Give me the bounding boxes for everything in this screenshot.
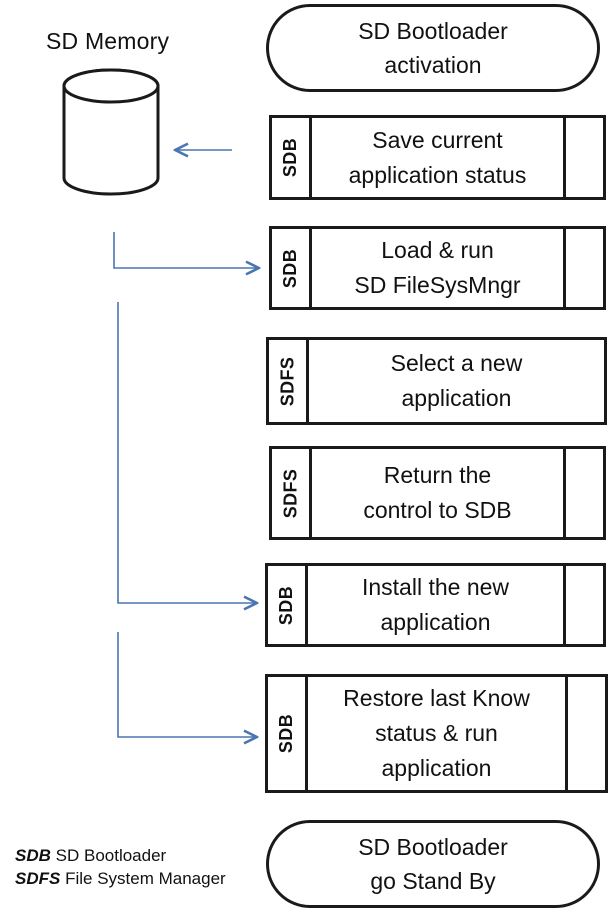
step-tag-label: SDFS — [277, 356, 298, 406]
step-return-control: SDFS Return the control to SDB — [269, 446, 606, 540]
step-label: Return the control to SDB — [363, 462, 512, 523]
step-side-panel — [563, 566, 603, 644]
step-tag-label: SDB — [276, 585, 296, 625]
arrow-memory-to-load — [113, 232, 258, 268]
legend-key: SDB — [15, 846, 51, 865]
step-side-panel — [565, 677, 605, 790]
step-side-panel — [563, 229, 603, 307]
step-load-filesysmngr: SDB Load & run SD FileSysMngr — [269, 226, 606, 310]
step-tag: SDFS — [272, 449, 312, 537]
legend-value: File System Manager — [65, 869, 226, 889]
arrow-memory-to-restore — [117, 632, 256, 737]
legend-key: SDFS — [15, 869, 61, 889]
step-label: Install the new application — [361, 574, 510, 635]
step-restore-status: SDB Restore last Know status & run appli… — [265, 674, 608, 793]
step-tag-label: SDB — [280, 137, 300, 178]
step-label: Select a new application — [390, 350, 523, 411]
start-terminator-label: SD Bootloader activation — [358, 17, 508, 78]
step-tag-label: SDB — [276, 713, 296, 754]
step-label: Restore last Know status & run applicati… — [343, 685, 530, 781]
legend-row: SDB SD Bootloader — [15, 844, 226, 867]
end-terminator: SD Bootloader go Stand By — [266, 820, 600, 908]
legend: SDB SD Bootloader SDFS File System Manag… — [15, 844, 226, 891]
step-side-panel — [563, 449, 603, 537]
step-label: Load & run SD FileSysMngr — [354, 237, 521, 298]
end-terminator-label: SD Bootloader go Stand By — [358, 833, 508, 894]
arrow-memory-to-install — [117, 302, 256, 603]
step-install-application: SDB Install the new application — [265, 563, 606, 647]
step-tag: SDB — [268, 566, 308, 644]
step-tag-label: SDFS — [280, 468, 301, 518]
step-tag: SDB — [272, 118, 312, 197]
step-select-application: SDFS Select a new application — [266, 337, 607, 425]
step-save-status: SDB Save current application status — [269, 115, 606, 200]
sd-memory-cylinder — [62, 68, 160, 196]
sd-memory-label: SD Memory — [46, 28, 170, 54]
step-tag: SDB — [272, 229, 312, 307]
step-tag-label: SDB — [280, 248, 300, 288]
step-tag: SDFS — [269, 340, 309, 422]
step-label: Save current application status — [348, 126, 527, 188]
start-terminator: SD Bootloader activation — [266, 4, 600, 92]
step-side-panel — [563, 118, 603, 197]
legend-row: SDFS File System Manager — [15, 867, 226, 890]
legend-value: SD Bootloader — [55, 846, 167, 865]
step-tag: SDB — [268, 677, 308, 790]
